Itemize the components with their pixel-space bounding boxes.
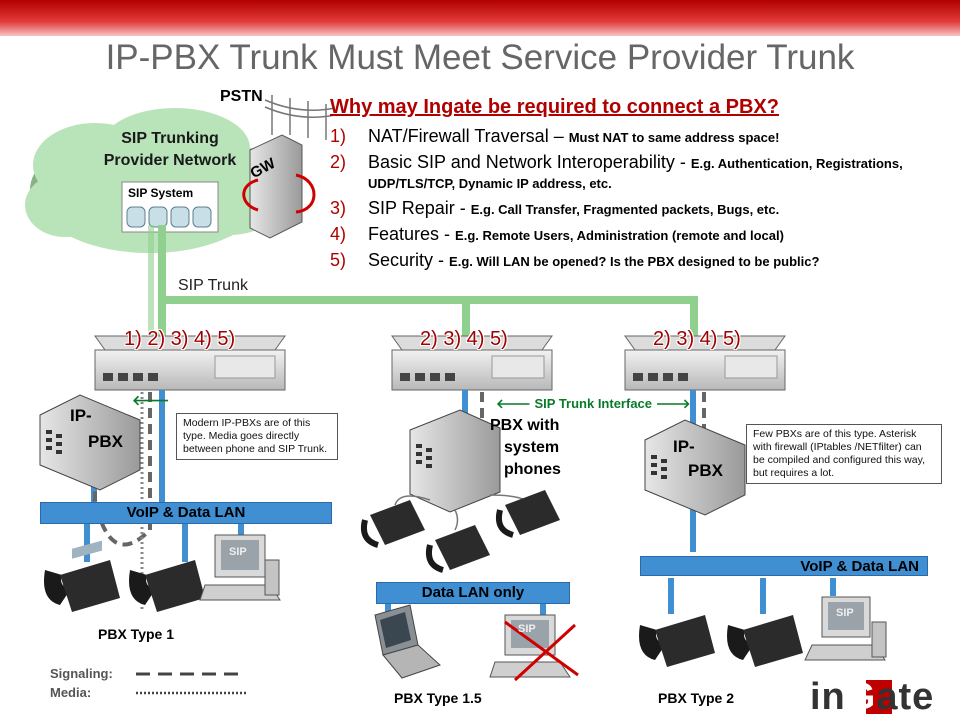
pbx15-lan-bar: Data LAN only [376,582,570,604]
signaling-path-1 [93,392,152,547]
firewall-3 [624,335,786,391]
pc-crossed-sip-label: SIP [518,623,536,635]
system-phone-1 [360,500,425,548]
system-phone-2 [425,525,490,573]
pbx1-name-line2: PBX [88,432,123,451]
ip-phone-4 [727,615,803,667]
sip-pc-crossed [489,614,579,682]
trunk-interface-label: 🡐 SIP Trunk Interface 🡒 [496,396,691,411]
logo-g-box [866,680,892,714]
pbx2-type-label: PBX Type 2 [658,690,734,706]
pstn-label: PSTN [220,88,263,105]
pbx1-lan-bar: VoIP & Data LAN [40,502,332,524]
pbx15-name-line2: system [504,439,560,456]
legend-media-label: Media: [50,685,92,700]
ip-pbx-server-1 [39,394,141,491]
firewall-3-features: 2) 3) 4) 5) [653,328,741,350]
firewall-2-features: 2) 3) 4) 5) [420,328,508,350]
reason-item: 1)NAT/Firewall Traversal – Must NAT to s… [330,126,780,146]
laptop-icon [374,604,441,679]
sip-trunk-pipes [148,225,698,337]
pbx1-type-label: PBX Type 1 [98,626,174,642]
reason-item: 5)Security - E.g. Will LAN be opened? Is… [330,250,820,270]
reason-item: 3)SIP Repair - E.g. Call Transfer, Fragm… [330,198,780,218]
ip-phone-3 [639,615,715,667]
ip-phone-2 [129,560,205,612]
arrow-left-icon: 🡐 [132,392,170,408]
gateway-tower [242,134,316,239]
pc2-sip-label: SIP [836,607,854,619]
sip-trunk-label: SIP Trunk [178,277,248,294]
arrow-left-icon: 🡐 [496,396,535,411]
sip-system-label: SIP System [128,186,194,200]
sip-pc-2 [804,596,887,661]
sip-pc-1 [199,534,281,601]
ip-phone-1 [44,540,120,612]
cloud-title: SIP Trunking Provider Network [103,130,237,169]
pbx15-name-line1: PBX with [490,417,560,434]
reason-item: 2)Basic SIP and Network Interoperability… [330,152,903,191]
pstn-poles-icon [264,95,336,140]
pbx1-name-line1: IP- [70,406,92,425]
why-heading: Why may Ingate be required to connect a … [330,96,779,118]
pbx1-note: Modern IP-PBXs are of this type. Media g… [176,413,338,460]
top-banner [0,0,960,36]
arrow-right-icon: 🡒 [652,396,691,411]
pbx15-type-label: PBX Type 1.5 [394,690,482,706]
pbx2-name-line1: IP- [673,437,695,456]
firewall-1 [94,335,286,391]
pbx15-name-line3: phones [504,461,561,478]
sip-system-box [121,181,219,233]
reasons-list: 1)NAT/Firewall Traversal – Must NAT to s… [330,126,955,276]
legend-signaling-label: Signaling: [50,666,113,681]
pbx2-note: Few PBXs are of this type. Asterisk with… [746,424,942,484]
page-title: IP-PBX Trunk Must Meet Service Provider … [105,38,855,77]
firewall-2 [391,335,553,391]
system-phone-3 [495,490,560,538]
pbx2-name-line2: PBX [688,461,723,480]
pbx-system-phones-server [409,409,501,513]
ingate-logo: inGate [810,676,935,718]
firewall-1-features: 1) 2) 3) 4) 5) [124,328,236,350]
ip-pbx-server-2 [644,419,746,516]
pc1-sip-label: SIP [229,546,247,558]
reason-item: 4)Features - E.g. Remote Users, Administ… [330,224,784,244]
pbx2-lan-bar: VoIP & Data LAN [640,556,928,576]
